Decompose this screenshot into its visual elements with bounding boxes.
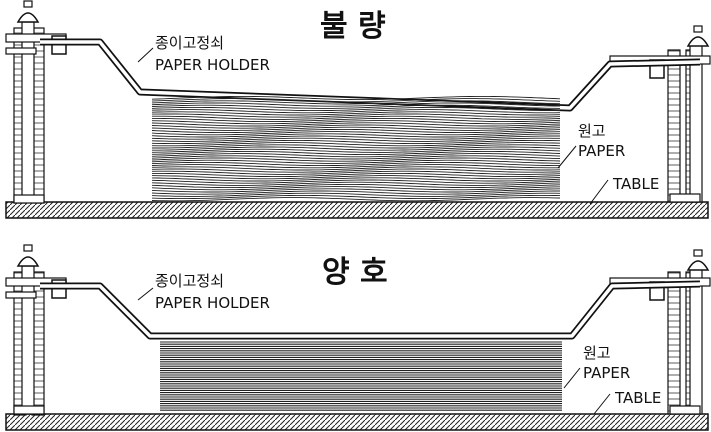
holder-label-ko: 종이고정쇠: [155, 272, 224, 290]
paper-sheet-line: [151, 139, 561, 145]
paper-label-en: PAPER: [583, 364, 630, 382]
paper-sheet-line: [151, 102, 561, 107]
paper-sheet-line: [151, 166, 561, 171]
paper-sheet-line: [151, 159, 560, 164]
paper-sheet-line: [151, 153, 561, 158]
paper-sheet-line: [151, 124, 561, 129]
paper-sheet-line: [151, 104, 561, 109]
table-leader-line: [593, 393, 611, 415]
paper-sheet-line: [151, 111, 561, 116]
paper-sheet-line: [151, 142, 561, 147]
paper-leader-line: [557, 145, 577, 169]
table-top: [5, 201, 709, 219]
table-leader-line: [589, 179, 609, 205]
table-top: [5, 413, 709, 431]
paper-sheet-line: [151, 137, 560, 142]
paper-sheet-line: [151, 197, 561, 202]
paper-sheet-line: [151, 150, 561, 156]
panel-good: 양 호 종이고정쇠 PAPER HOLDER 원고 PAPER TABLE: [5, 244, 711, 431]
paper-sheet-line: [151, 190, 560, 195]
paper-label-ko: 원고: [583, 344, 611, 362]
paper-stack-flat: [160, 341, 562, 411]
paper-sheet-line: [151, 135, 560, 140]
paper-sheet-line: [152, 117, 561, 123]
paper-sheet-line: [151, 192, 561, 197]
left-post: [5, 244, 67, 416]
paper-sheet-line: [151, 155, 561, 160]
paper-sheet-line: [151, 98, 561, 103]
paper-sheet-line: [151, 131, 561, 136]
paper-sheet-line: [151, 133, 560, 138]
paper-label-en: PAPER: [578, 142, 625, 160]
paper-sheet-line: [151, 170, 561, 175]
holder-leader-line: [137, 287, 154, 301]
panel-title: 양 호: [322, 255, 388, 290]
paper-sheet-line: [152, 115, 561, 120]
holder-label-en: PAPER HOLDER: [155, 294, 270, 312]
paper-sheet-line: [151, 183, 561, 189]
paper-sheet-line: [151, 148, 561, 153]
holder-leader-line: [137, 47, 154, 63]
paper-sheet-line: [151, 100, 561, 105]
paper-sheet-line: [151, 194, 561, 200]
panel-bad: 불 량 종이고정쇠 PAPER HOLDER 원고 PAPER TABLE: [5, 0, 711, 219]
paper-sheet-line: [151, 168, 561, 173]
paper-sheet-line: [151, 179, 561, 184]
paper-sheet-line: [151, 122, 561, 127]
paper-sheet-line: [151, 109, 561, 114]
paper-label-ko: 원고: [578, 122, 606, 140]
paper-sheet-line: [151, 161, 560, 167]
paper-sheet-line: [151, 106, 560, 112]
paper-sheet-line: [151, 157, 561, 162]
table-label: TABLE: [614, 389, 661, 407]
paper-sheet-line: [151, 126, 561, 131]
paper-sheet-line: [151, 181, 561, 186]
panel-title: 불 량: [320, 9, 386, 44]
paper-holder-arm: [40, 280, 701, 340]
paper-sheet-line: [151, 177, 561, 182]
table-label: TABLE: [612, 175, 659, 193]
paper-sheet-line: [151, 164, 560, 169]
paper-sheet-line: [151, 120, 561, 125]
holder-label-ko: 종이고정쇠: [155, 34, 224, 52]
paper-leader-line: [563, 367, 581, 389]
paper-stack-wavy: [151, 95, 561, 202]
paper-sheet-line: [151, 186, 561, 191]
paper-sheet-line: [151, 175, 561, 180]
paper-sheet-line: [151, 128, 561, 134]
paper-sheet-line: [152, 113, 561, 118]
left-post: [5, 0, 67, 204]
holder-label-en: PAPER HOLDER: [155, 56, 270, 74]
paper-sheet-line: [152, 172, 561, 178]
paper-sheet-line: [152, 146, 561, 151]
paper-sheet-line: [152, 144, 561, 149]
paper-sheet-line: [151, 188, 561, 193]
paper-sheet-line: [151, 95, 561, 101]
